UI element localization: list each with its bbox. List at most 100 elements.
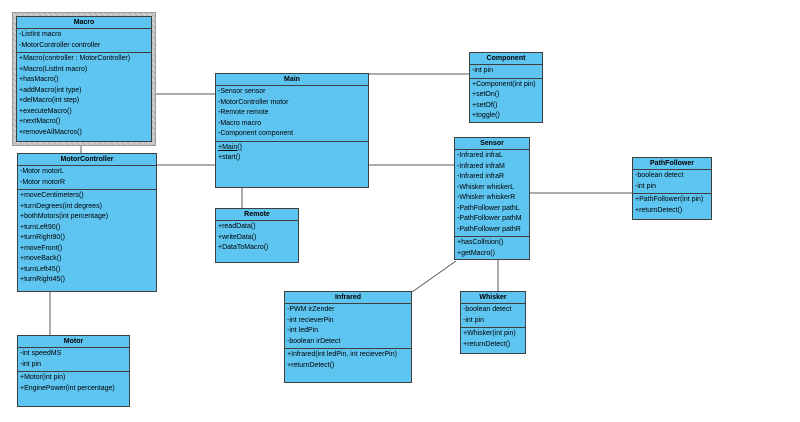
attribute: -ListInt macro: [19, 31, 62, 38]
class-box-main[interactable]: Main -Sensor sensor -MotorController mot…: [215, 73, 369, 188]
attributes-section: -int speedMS -int pin: [18, 348, 129, 372]
method: +delMacro(int step): [19, 97, 80, 104]
attribute: -Whisker whiskerL: [457, 183, 515, 191]
class-box-motorcontroller[interactable]: MotorController -Motor motorL -Motor mot…: [17, 153, 157, 292]
attribute: -int pin: [635, 182, 657, 190]
method: +PathFollower(int pin): [635, 196, 704, 203]
method: +turnRight45(): [20, 276, 65, 283]
class-box-whisker[interactable]: Whisker -boolean detect -int pin +Whiske…: [460, 291, 526, 354]
method: +removeAllMacros(): [19, 128, 82, 136]
connector-sensor-infrared[interactable]: [411, 260, 457, 293]
class-title: Infrared: [285, 292, 411, 304]
class-title: Motor: [18, 336, 129, 348]
attribute: -int pin: [20, 360, 42, 368]
class-box-pathfollower[interactable]: PathFollower -boolean detect -int pin +P…: [632, 157, 712, 220]
class-box-infrared[interactable]: Infrared -PWM irZender -int recieverPin …: [284, 291, 412, 383]
method: +hasCollision(): [457, 239, 504, 246]
class-title: Whisker: [461, 292, 525, 304]
method: +Component(int pin): [472, 80, 536, 88]
class-title: PathFollower: [633, 158, 711, 170]
attributes-section: -boolean detect -int pin: [633, 170, 711, 194]
method: +moveCentimeters(): [20, 192, 84, 199]
methods-section: +readData() +writeData() +DataToMacro(): [216, 221, 298, 262]
attribute: -Whisker whiskerR: [457, 194, 516, 201]
method: +executeMacro(): [19, 107, 72, 115]
class-box-sensor[interactable]: Sensor -Infrared infraL -Infrared infraM…: [454, 137, 530, 260]
class-box-remote[interactable]: Remote +readData() +writeData() +DataToM…: [215, 208, 299, 263]
method: +setOn(): [472, 91, 500, 98]
attribute: -Macro macro: [218, 119, 262, 127]
class-title: Macro: [17, 17, 151, 29]
attribute: -PathFollower pathL: [457, 204, 520, 212]
method: +nextMacro(): [19, 118, 61, 125]
attribute: -MotorController controller: [19, 41, 101, 49]
method: +readData(): [218, 223, 256, 230]
method: +turnDegrees(int degrees): [20, 202, 102, 210]
method: +moveFront(): [20, 244, 63, 252]
method: +returnDetect(): [287, 361, 335, 369]
attribute: -int ledPin: [287, 327, 319, 334]
attributes-section: -Sensor sensor -MotorController motor -R…: [216, 86, 368, 142]
method: +bothMotors(int percentage): [20, 213, 109, 220]
methods-section: +Motor(int pin) +EnginePower(int percent…: [18, 372, 129, 406]
method: +toggle(): [472, 112, 500, 119]
methods-section: +Macro(controller : MotorController) +Ma…: [17, 53, 151, 141]
attribute: -boolean irDetect: [287, 337, 341, 345]
attribute: -Motor motorR: [20, 178, 66, 186]
method: +addMacro(int type): [19, 86, 82, 94]
attributes-section: -ListInt macro -MotorController controll…: [17, 29, 151, 53]
method: +setOf(): [472, 101, 498, 109]
attributes-section: -Infrared infraL -Infrared infraM -Infra…: [455, 150, 529, 237]
class-box-motor[interactable]: Motor -int speedMS -int pin +Motor(int p…: [17, 335, 130, 407]
class-title: Remote: [216, 209, 298, 221]
method: +turnRight90(): [20, 234, 65, 241]
methods-section: +moveCentimeters() +turnDegrees(int degr…: [18, 190, 156, 291]
methods-section: +hasCollision() +getMacro(): [455, 237, 529, 259]
attribute: -PathFollower pathR: [457, 225, 521, 233]
methods-section: +Whisker(int pin) +returnDetect(): [461, 328, 525, 353]
method: +hasMacro(): [19, 76, 59, 83]
method: +EnginePower(int percentage): [20, 384, 115, 392]
attribute: -PWM irZender: [287, 306, 335, 313]
attributes-section: -PWM irZender -int recieverPin -int ledP…: [285, 304, 411, 349]
method: +Main(): [218, 143, 242, 151]
attribute: -MotorController motor: [218, 98, 289, 106]
attributes-section: -Motor motorL -Motor motorR: [18, 166, 156, 190]
attribute: -boolean detect: [635, 172, 684, 179]
attribute: -Component component: [218, 130, 294, 137]
method: +Infrared(int ledPin, int recieverPin): [287, 351, 397, 358]
class-title: Sensor: [455, 138, 529, 150]
method: +DataToMacro(): [218, 244, 269, 251]
attributes-section: -int pin: [470, 65, 542, 79]
class-title: Component: [470, 53, 542, 65]
methods-section: +PathFollower(int pin) +returnDetect(): [633, 194, 711, 219]
attribute: -int speedMS: [20, 350, 62, 357]
attribute: -Remote remote: [218, 109, 269, 116]
method: +moveBack(): [20, 255, 62, 262]
methods-section: +Main() +start(): [216, 142, 368, 188]
attribute: -Infrared infraM: [457, 162, 505, 170]
method: +Whisker(int pin): [463, 330, 516, 337]
class-box-component[interactable]: Component -int pin +Component(int pin) +…: [469, 52, 543, 123]
method: +turnLeft45(): [20, 265, 61, 273]
attribute: -int recieverPin: [287, 316, 334, 324]
attribute: -int pin: [472, 67, 494, 74]
method: +Macro(ListInt macro): [19, 65, 88, 73]
method: +getMacro(): [457, 249, 495, 257]
method: +writeData(): [218, 233, 257, 241]
methods-section: +Component(int pin) +setOn() +setOf() +t…: [470, 79, 542, 123]
attribute: -boolean detect: [463, 306, 512, 313]
method: +start(): [218, 154, 241, 161]
attribute: -int pin: [463, 316, 485, 324]
class-title: MotorController: [18, 154, 156, 166]
method: +turnLeft90(): [20, 223, 61, 231]
attribute: -PathFollower pathM: [457, 215, 522, 222]
method: +returnDetect(): [463, 340, 511, 348]
method: +Motor(int pin): [20, 374, 66, 381]
class-box-macro[interactable]: Macro -ListInt macro -MotorController co…: [16, 16, 152, 142]
attribute: -Infrared infraR: [457, 173, 505, 180]
attributes-section: -boolean detect -int pin: [461, 304, 525, 328]
method: +Macro(controller : MotorController): [19, 55, 131, 62]
